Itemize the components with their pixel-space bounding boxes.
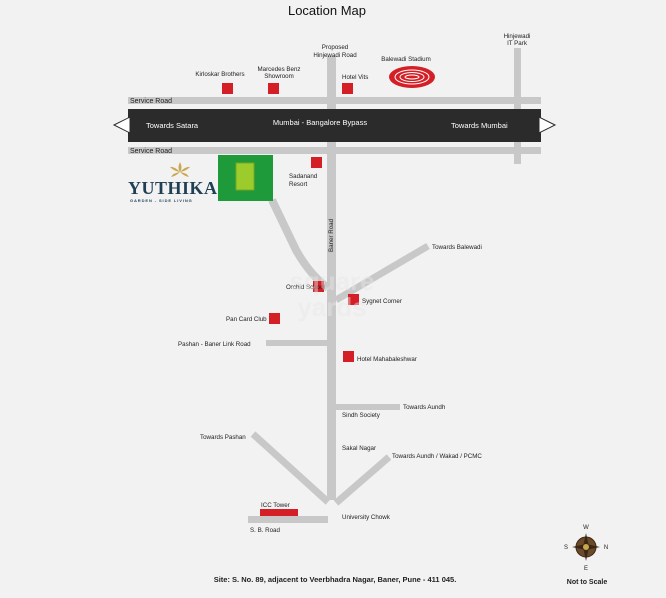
kirloskar-marker bbox=[222, 83, 233, 94]
highway-west-label: Towards Satara bbox=[146, 121, 199, 130]
yuthika-logo: YUTHIKA GARDEN - SIDE LIVING bbox=[128, 162, 218, 203]
proposed-road-label-2: Hinjewadi Road bbox=[313, 52, 357, 59]
watermark-line-1: square bbox=[289, 266, 374, 296]
watermark-line-2: yards bbox=[297, 292, 366, 322]
hinjewadi-road bbox=[514, 48, 521, 164]
project-plot bbox=[218, 155, 273, 201]
highway-name: Mumbai - Bangalore Bypass bbox=[273, 118, 367, 127]
highway: Towards Satara Mumbai - Bangalore Bypass… bbox=[112, 109, 557, 142]
towards-aundh-label: Towards Aundh bbox=[403, 404, 446, 411]
landmark-markers bbox=[222, 83, 359, 516]
flower-icon bbox=[170, 162, 190, 177]
scale-note: Not to Scale bbox=[567, 579, 608, 586]
arrow-right-icon bbox=[538, 116, 557, 134]
university-chowk-label: University Chowk bbox=[342, 514, 391, 521]
highway-east-label: Towards Mumbai bbox=[451, 121, 508, 130]
towards-aundh-wakad-road bbox=[333, 454, 392, 506]
orchid-label: Orchid School bbox=[286, 284, 325, 291]
sadanand-label-2: Resort bbox=[289, 181, 308, 188]
sygnet-label: Sygnet Corner bbox=[362, 298, 402, 305]
towards-pashan-label: Towards Pashan bbox=[200, 434, 246, 441]
diagonal-roads bbox=[250, 198, 430, 506]
towards-aundh-wakad-label: Towards Aundh / Wakad / PCMC bbox=[392, 453, 482, 460]
mercedes-label-1: Marcedes Benz bbox=[258, 66, 301, 73]
compass-w: W bbox=[583, 525, 589, 531]
hotel-vits-label: Hotel Vits bbox=[342, 74, 368, 81]
sadanand-label-1: Sadanand bbox=[289, 173, 318, 180]
project-building bbox=[235, 162, 255, 191]
mercedes-marker bbox=[268, 83, 279, 94]
highway-band bbox=[128, 109, 541, 142]
project-name: YUTHIKA bbox=[128, 178, 218, 198]
site-address: Site: S. No. 89, adjacent to Veerbhadra … bbox=[214, 575, 457, 584]
compass-icon: W S N E bbox=[564, 525, 608, 572]
mercedes-label-2: Showroom bbox=[264, 73, 294, 80]
baner-road bbox=[327, 56, 336, 500]
icc-tower-marker bbox=[260, 509, 298, 516]
balewadi-stadium-label: Balewadi Stadium bbox=[381, 56, 431, 63]
pashan-link-road bbox=[266, 340, 328, 346]
towards-balewadi-label: Towards Balewadi bbox=[432, 244, 482, 251]
proposed-road-label-1: Proposed bbox=[322, 44, 349, 51]
towards-pashan-road bbox=[250, 431, 331, 505]
sb-road-label: S. B. Road bbox=[250, 527, 280, 534]
service-road-bottom-label: Service Road bbox=[130, 148, 172, 155]
baner-road-label: Baner Road bbox=[328, 218, 335, 252]
service-road-top-label: Service Road bbox=[130, 98, 172, 105]
hotel-vits-marker bbox=[342, 83, 353, 94]
yuthika-access-road bbox=[268, 198, 331, 292]
sindh-society-label: Sindh Society bbox=[342, 412, 381, 419]
pan-card-marker bbox=[269, 313, 280, 324]
compass-s: S bbox=[564, 545, 568, 551]
sb-road bbox=[248, 516, 328, 523]
pan-card-label: Pan Card Club bbox=[226, 316, 267, 323]
hinjewadi-label-2: IT Park bbox=[507, 40, 528, 47]
sygnet-marker bbox=[348, 294, 359, 305]
mahabaleshwar-marker bbox=[343, 351, 354, 362]
kirloskar-label: Kirloskar Brothers bbox=[195, 71, 244, 78]
sakal-nagar-label: Sakal Nagar bbox=[342, 445, 376, 452]
hinjewadi-label-1: Hinjewadi bbox=[504, 33, 531, 40]
project-tagline: GARDEN - SIDE LIVING bbox=[130, 198, 193, 203]
compass-n: N bbox=[604, 545, 608, 551]
icc-tower-label: ICC Tower bbox=[261, 502, 290, 509]
compass-e: E bbox=[584, 566, 588, 572]
sadanand-marker bbox=[311, 157, 322, 168]
mahabaleshwar-label: Hotel Mahabaleshwar bbox=[357, 356, 417, 363]
roads bbox=[128, 48, 541, 523]
towards-aundh-road bbox=[336, 404, 400, 410]
towards-balewadi-road bbox=[334, 242, 430, 304]
orchid-marker bbox=[313, 281, 324, 292]
arrow-left-icon bbox=[112, 116, 131, 134]
stadium-icon bbox=[389, 66, 435, 88]
pashan-link-label: Pashan - Baner Link Road bbox=[178, 341, 251, 348]
map-title: Location Map bbox=[288, 3, 366, 18]
watermark: square yards bbox=[289, 266, 374, 322]
